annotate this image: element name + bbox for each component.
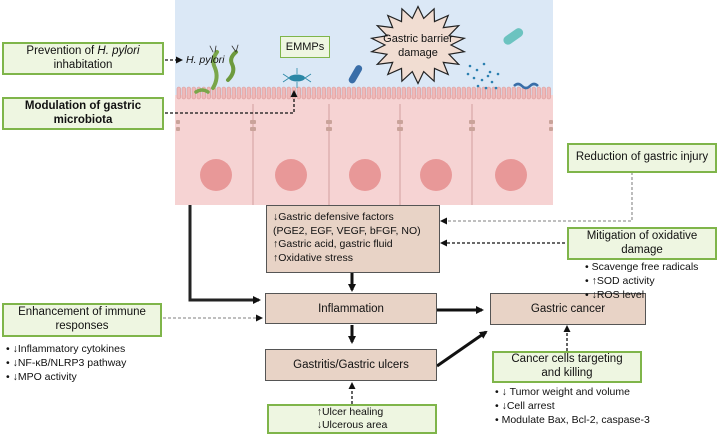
arrow-tissue-to-inflammation: [188, 205, 261, 304]
h-pylori-label: H. pylori: [186, 54, 225, 66]
tight-junctions: [176, 120, 553, 131]
barrier-damage-label: Gastric barrier damage: [383, 33, 453, 59]
gastritis-ulcers-box: Gastritis/Gastric ulcers: [265, 349, 437, 381]
list-item: • ↓ Tumor weight and volume: [495, 386, 630, 398]
gastric-lumen: [175, 0, 553, 95]
list-item: • ↓NF-κB/NLRP3 pathway: [6, 357, 127, 370]
particle-dots: [466, 62, 500, 90]
microbe-icon: [282, 68, 312, 88]
inflammation-box: Inflammation: [265, 293, 437, 324]
list-item: • ↓Inflammatory cytokines: [6, 343, 126, 355]
teal-bacterium-icon: [503, 28, 524, 45]
reduction-injury-box: Reduction of gastric injury: [567, 143, 717, 173]
h-pylori-bacteria-icon: [194, 44, 239, 94]
ulcer-healing-box: ↑Ulcer healing ↓Ulcerous area: [267, 404, 437, 434]
cancer-targeting-bullet-list: • ↓ Tumor weight and volume • ↓Cell arre…: [495, 385, 650, 428]
gastric-barrier-damage-burst: [369, 5, 467, 85]
list-item: • Scavenge free radicals: [585, 261, 699, 273]
emmps-label: EMMPs: [280, 36, 330, 58]
gastric-factors-box: ↓Gastric defensive factors (PGE2, EGF, V…: [266, 205, 440, 273]
list-item: • ↓ROS level: [585, 289, 645, 302]
immune-bullet-list: • ↓Inflammatory cytokines • ↓NF-κB/NLRP3…: [6, 342, 126, 385]
mitigation-bullet-list: • Scavenge free radicals • ↑SOD activity…: [585, 260, 698, 303]
modulation-microbiota-box: Modulation of gastric microbiota: [2, 97, 164, 130]
spiral-bacterium-icon: [513, 82, 539, 90]
cancer-targeting-box: Cancer cells targeting and killing: [492, 351, 642, 383]
arrow-reduction-to-factors: [440, 172, 633, 225]
list-item: • ↑SOD activity: [585, 275, 655, 288]
mitigation-oxidative-box: Mitigation of oxidative damage: [567, 227, 717, 260]
gastric-cancer-box: Gastric cancer: [490, 293, 646, 325]
arrow-gastritis-to-cancer: [436, 330, 488, 368]
list-item: • ↓MPO activity: [6, 371, 77, 384]
list-item: • ↓Cell arrest: [495, 400, 555, 413]
list-item: • Modulate Bax, Bcl-2, caspase-3: [495, 414, 650, 427]
rod-bacterium-icon: [348, 65, 363, 84]
cell-nuclei: [200, 159, 527, 191]
microvilli: [176, 86, 551, 100]
prevention-hpylori-box: Prevention of H. pylori inhabitation: [2, 42, 164, 75]
arrow-modulation-to-microbiota: [165, 90, 298, 114]
immune-enhancement-box: Enhancement of immune responses: [2, 303, 162, 337]
